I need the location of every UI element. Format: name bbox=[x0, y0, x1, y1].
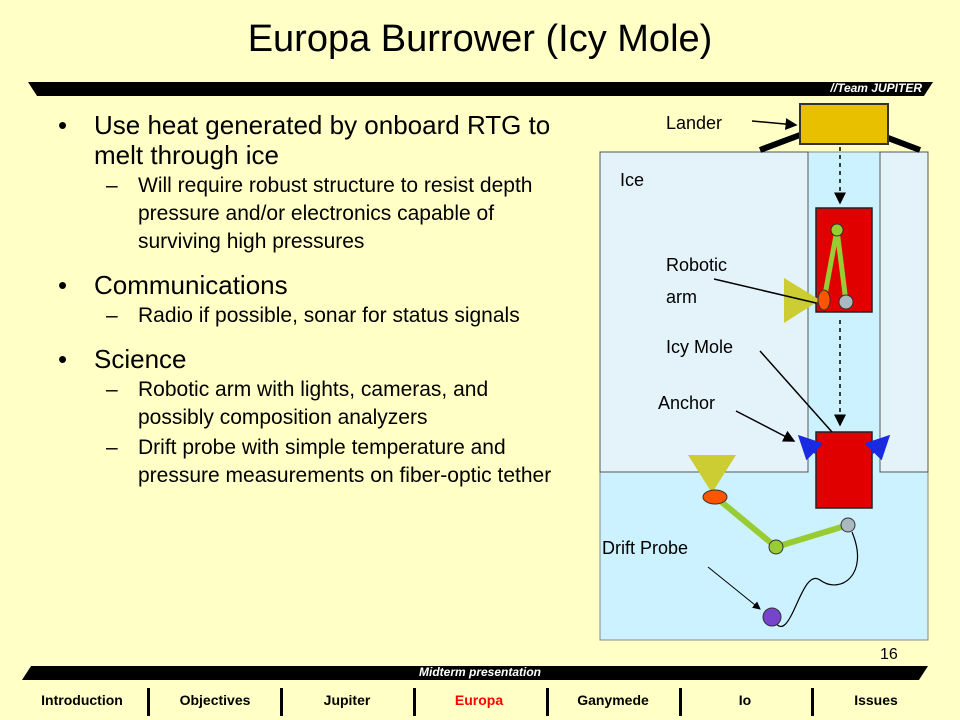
section-nav: Introduction Objectives Jupiter Europa G… bbox=[0, 684, 960, 720]
drift-probe bbox=[762, 607, 782, 627]
robotic-arm-label-line1: Robotic bbox=[666, 255, 728, 275]
lander-body bbox=[799, 103, 889, 145]
nav-separator bbox=[546, 688, 549, 716]
diagram-svg bbox=[599, 103, 929, 641]
lander-label: Lander bbox=[666, 113, 723, 133]
icy-mole-pointer bbox=[759, 350, 833, 433]
drift-probe-label: Drift Probe bbox=[602, 538, 689, 558]
robotic-arm-upper-1 bbox=[821, 229, 840, 301]
slide-title: Europa Burrower (Icy Mole) bbox=[247, 18, 713, 60]
arm-light-lower bbox=[702, 489, 728, 505]
lander-leg-left bbox=[758, 132, 802, 153]
nav-separator bbox=[280, 688, 283, 716]
light-cone-upper bbox=[784, 278, 820, 323]
nav-issues[interactable]: Issues bbox=[854, 692, 898, 708]
nav-separator bbox=[679, 688, 682, 716]
nav-separator bbox=[811, 688, 814, 716]
anchor-right bbox=[864, 434, 891, 461]
robotic-arm-lower-1 bbox=[775, 522, 849, 550]
robotic-arm-pointer bbox=[713, 278, 817, 304]
icy-mole-label: Icy Mole bbox=[666, 337, 734, 357]
burrower-diagram: Lander Ice Robotic arm Icy Mole Anchor D… bbox=[590, 95, 935, 645]
bullet-rtg: Use heat generated by onboard RTG to mel… bbox=[58, 110, 558, 170]
bullet-list: Use heat generated by onboard RTG to mel… bbox=[58, 110, 558, 490]
lander-pointer bbox=[751, 118, 798, 131]
anchor-left bbox=[797, 434, 824, 461]
nav-io[interactable]: Io bbox=[738, 692, 752, 708]
nav-objectives[interactable]: Objectives bbox=[179, 692, 251, 708]
sub-bullet-structure: Will require robust structure to resist … bbox=[58, 172, 558, 256]
arm-joint-upper bbox=[830, 223, 844, 237]
anchor-label: Anchor bbox=[658, 393, 716, 413]
light-cone-lower bbox=[688, 455, 736, 493]
footer-bar bbox=[22, 666, 928, 680]
robotic-arm-lower-2 bbox=[716, 496, 778, 550]
nav-introduction[interactable]: Introduction bbox=[41, 692, 123, 708]
bullet-communications: Communications bbox=[58, 270, 558, 300]
page-number: 16 bbox=[880, 646, 898, 663]
sub-bullet-radio: Radio if possible, sonar for status sign… bbox=[58, 302, 558, 330]
ice-left bbox=[599, 151, 809, 473]
arm-joint-grey-lower bbox=[840, 517, 856, 533]
nav-europa[interactable]: Europa bbox=[454, 692, 504, 708]
anchor-pointer bbox=[735, 410, 796, 442]
arm-light-upper bbox=[817, 289, 831, 311]
ice-right bbox=[879, 151, 929, 473]
team-label: //Team JUPITER bbox=[830, 81, 922, 95]
sub-bullet-robotic-arm: Robotic arm with lights, cameras, and po… bbox=[58, 376, 558, 432]
nav-separator bbox=[413, 688, 416, 716]
arm-joint-grey-upper bbox=[838, 294, 854, 310]
nav-ganymede[interactable]: Ganymede bbox=[577, 692, 649, 708]
robotic-arm-upper-2 bbox=[834, 229, 849, 303]
fiber-optic-tether bbox=[771, 531, 859, 627]
icy-mole-lower bbox=[815, 431, 873, 509]
drift-probe-pointer bbox=[707, 566, 761, 610]
bullet-science: Science bbox=[58, 344, 558, 374]
nav-jupiter[interactable]: Jupiter bbox=[323, 692, 371, 708]
nav-separator bbox=[147, 688, 150, 716]
robotic-arm-label-line2: arm bbox=[666, 287, 697, 307]
header-bar bbox=[28, 82, 933, 96]
midterm-label: Midterm presentation bbox=[418, 665, 541, 679]
arm-joint-lower bbox=[768, 539, 784, 555]
sub-bullet-drift-probe: Drift probe with simple temperature and … bbox=[58, 434, 558, 490]
ice-label: Ice bbox=[620, 170, 645, 190]
